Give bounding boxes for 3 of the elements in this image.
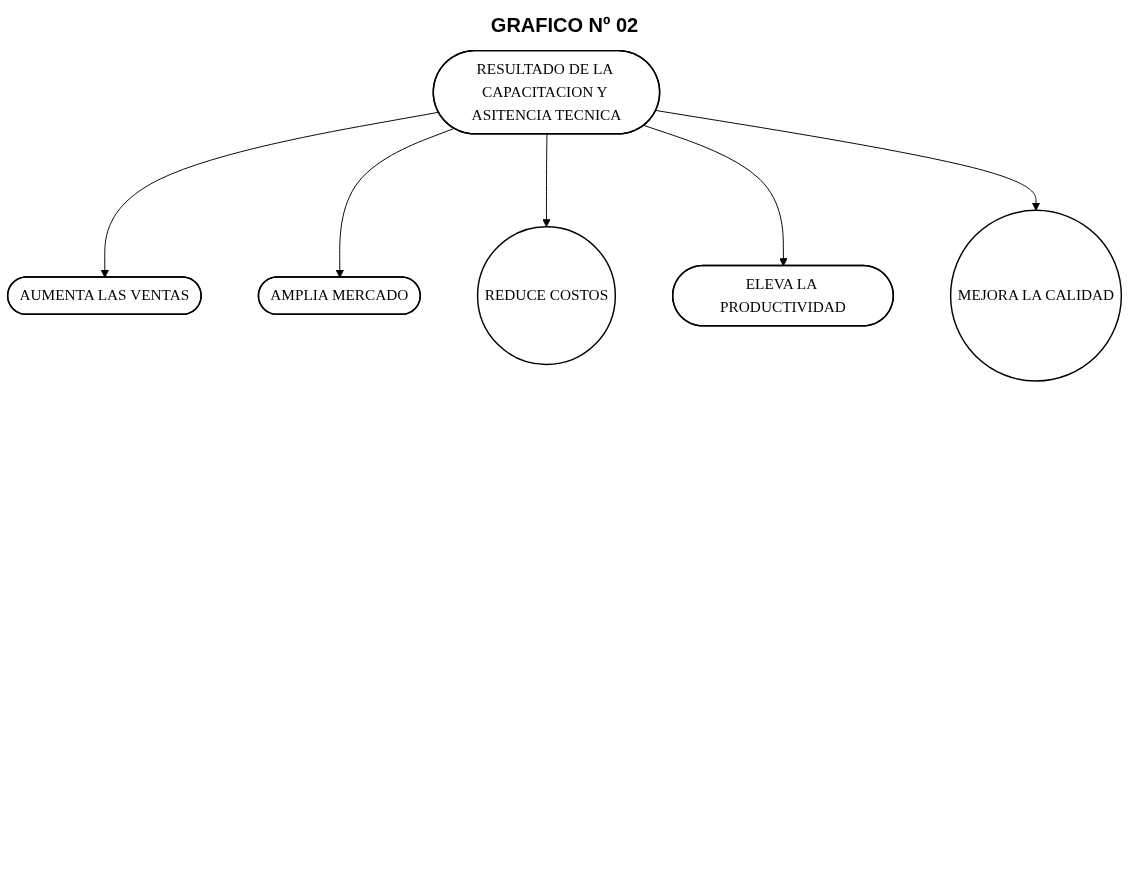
node-circle: MEJORA LA CALIDAD bbox=[949, 209, 1123, 382]
diagram-title: GRAFICO Nº 02 bbox=[489, 14, 640, 37]
node-circle: REDUCE COSTOS bbox=[476, 226, 617, 366]
